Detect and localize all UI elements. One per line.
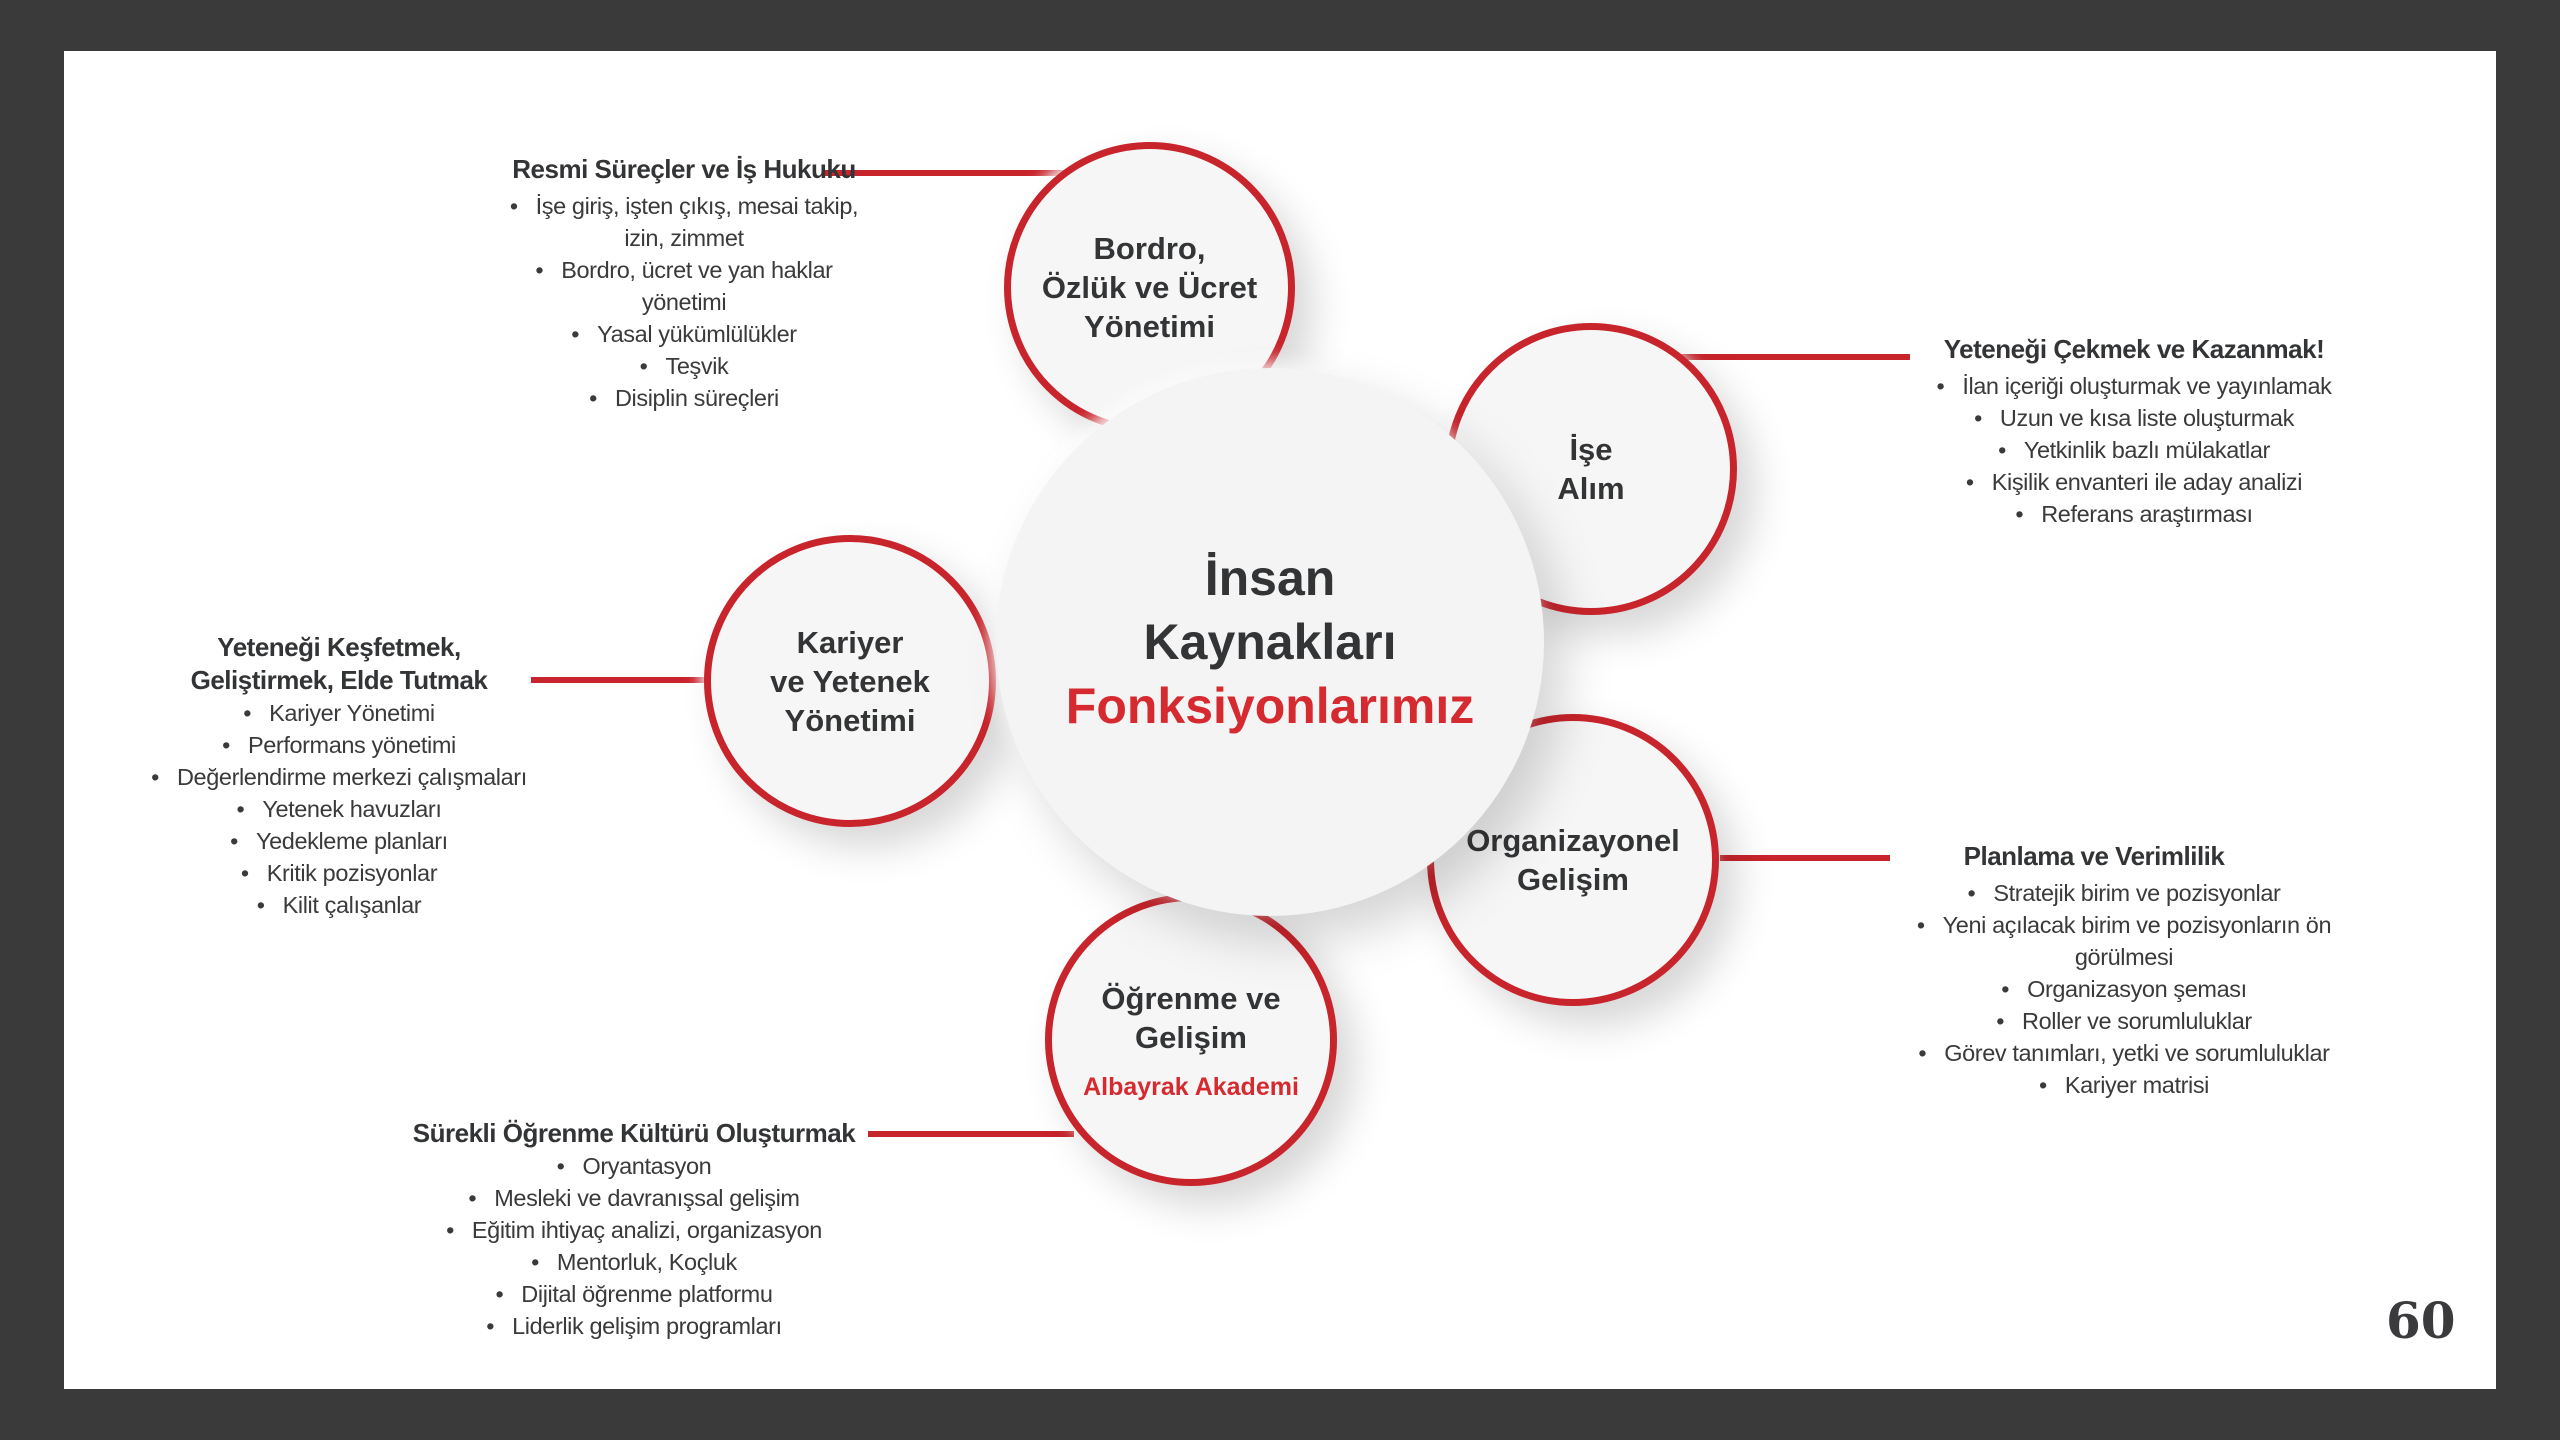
list-item: •Yeni açılacak birim ve pozisyonların ön [1916, 912, 2332, 938]
list-item: •Oryantasyon [556, 1153, 712, 1179]
circle-bordro-label: Bordro, Özlük ve Ücret Yönetimi [1041, 231, 1258, 344]
list-item: •Disiplin süreçleri [589, 385, 779, 411]
block-planlama: Planlama ve Verimlilik •Stratejik birim … [1844, 840, 2404, 1101]
list-item: •Yedekleme planları [230, 828, 448, 854]
circle-ogrenme-label: Öğrenme ve Gelişim [1101, 980, 1281, 1055]
list-item: •Kariyer matrisi [2039, 1072, 2209, 1098]
list-item: •Liderlik gelişim programları [486, 1313, 782, 1339]
block-surekli-list: •Oryantasyon •Mesleki ve davranışsal gel… [384, 1150, 884, 1342]
list-item: •İşe giriş, işten çıkış, mesai takip, [509, 193, 859, 219]
list-item: •Yasal yükümlülükler [571, 321, 797, 347]
list-item: •Teşvik [639, 353, 729, 379]
list-item: •Görev tanımları, yetki ve sorumluluklar [1918, 1040, 2330, 1066]
block-resmi-list: •İşe giriş, işten çıkış, mesai takip, iz… [444, 190, 924, 414]
circle-kariyer-label: Kariyer ve Yetenek Yönetimi [770, 624, 930, 738]
circle-ogrenme[interactable]: Öğrenme ve Gelişim Albayrak Akademi [1045, 894, 1337, 1186]
list-item: •Bordro, ücret ve yan haklar [535, 257, 833, 283]
list-item: •Uzun ve kısa liste oluşturmak [1974, 405, 2294, 431]
block-yetenek-cekmek-title: Yeteneği Çekmek ve Kazanmak! [1943, 334, 2325, 364]
circle-ise-alim-label: İşe Alım [1557, 432, 1625, 506]
list-item: izin, zimmet [624, 225, 744, 251]
list-item: •Değerlendirme merkezi çalışmaları [151, 764, 527, 790]
block-yetenek-cekmek-list: •İlan içeriği oluşturmak ve yayınlamak •… [1924, 370, 2344, 530]
center-title-line2: Kaynakları [1143, 614, 1397, 670]
circle-ogrenme-sublabel: Albayrak Akademi [1083, 1072, 1299, 1101]
center-title-line3: Fonksiyonlarımız [1065, 678, 1475, 734]
block-surekli-title: Sürekli Öğrenme Kültürü Oluşturmak [412, 1118, 856, 1148]
block-surekli: Sürekli Öğrenme Kültürü Oluşturmak •Orya… [384, 1117, 884, 1342]
list-item: •Yetenek havuzları [236, 796, 442, 822]
list-item: •Mentorluk, Koçluk [531, 1249, 737, 1275]
list-item: •Mesleki ve davranışsal gelişim [468, 1185, 800, 1211]
list-item: •Performans yönetimi [222, 732, 456, 758]
list-item: •İlan içeriği oluşturmak ve yayınlamak [1936, 373, 2332, 399]
block-yetenek-kesfetmek-list: •Kariyer Yönetimi •Performans yönetimi •… [139, 697, 539, 921]
block-resmi: Resmi Süreçler ve İş Hukuku •İşe giriş, … [444, 153, 924, 414]
block-yetenek-kesfetmek: Yeteneği Keşfetmek, Geliştirmek, Elde Tu… [139, 631, 539, 921]
circle-kariyer[interactable]: Kariyer ve Yetenek Yönetimi [704, 535, 996, 827]
list-item: •Kişilik envanteri ile aday analizi [1965, 469, 2303, 495]
list-item: •Dijital öğrenme platformu [495, 1281, 773, 1307]
list-item: •Roller ve sorumluluklar [1996, 1008, 2252, 1034]
list-item: •Stratejik birim ve pozisyonlar [1967, 880, 2281, 906]
circle-organizasyonel-label: Organizayonel Gelişim [1466, 823, 1680, 897]
list-item: yönetimi [641, 289, 727, 315]
block-planlama-title: Planlama ve Verimlilik [1963, 841, 2225, 871]
block-resmi-title: Resmi Süreçler ve İş Hukuku [512, 154, 856, 184]
circle-bordro[interactable]: Bordro, Özlük ve Ücret Yönetimi [1004, 142, 1295, 433]
block-yetenek-cekmek: Yeteneği Çekmek ve Kazanmak! •İlan içeri… [1924, 333, 2344, 530]
center-title-line1: İnsan [1204, 550, 1336, 606]
connector-lines [531, 170, 1910, 1137]
slide: Bordro, Özlük ve Ücret Yönetimi İşe Alım… [64, 51, 2496, 1389]
block-planlama-list: •Stratejik birim ve pozisyonlar •Yeni aç… [1844, 877, 2404, 1101]
list-item: •Eğitim ihtiyaç analizi, organizasyon [446, 1217, 822, 1243]
page-number: 60 [2386, 1291, 2456, 1350]
list-item: •Kariyer Yönetimi [243, 700, 435, 726]
list-item: •Referans araştırması [2015, 501, 2253, 527]
center-circle: İnsan Kaynakları Fonksiyonlarımız [996, 368, 1544, 916]
list-item: görülmesi [2074, 944, 2174, 970]
list-item: •Kilit çalışanlar [256, 892, 422, 918]
block-yetenek-kesfetmek-title: Yeteneği Keşfetmek, Geliştirmek, Elde Tu… [190, 632, 488, 695]
list-item: •Organizasyon şeması [2001, 976, 2247, 1002]
list-item: •Kritik pozisyonlar [240, 860, 438, 886]
list-item: •Yetkinlik bazlı mülakatlar [1998, 437, 2270, 463]
